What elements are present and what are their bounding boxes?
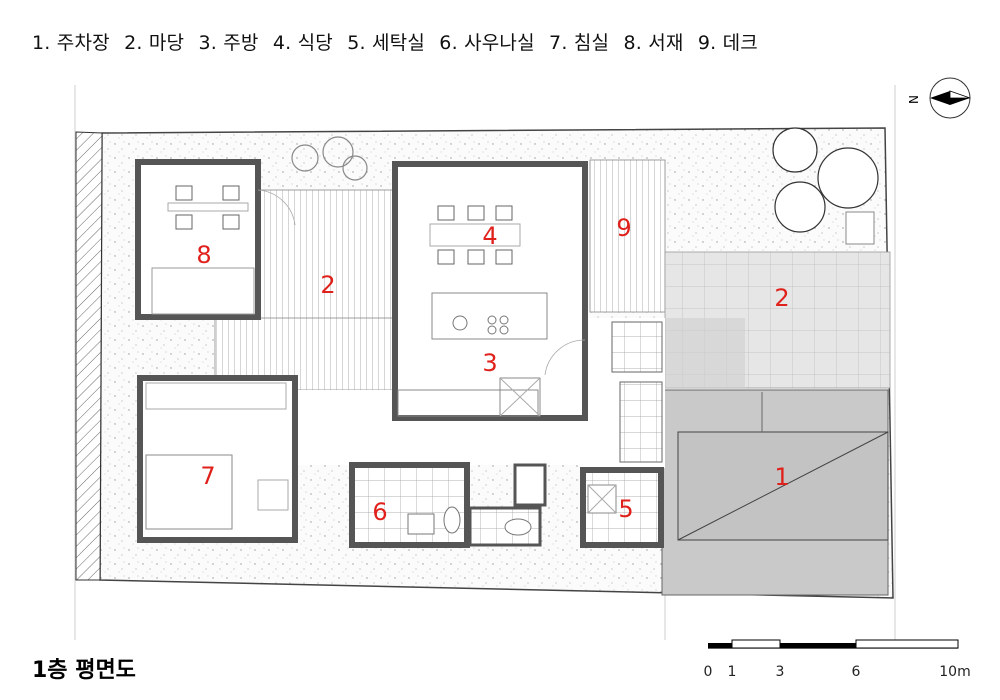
room-number-2-east: 2	[774, 284, 789, 312]
legend-item-study: 8. 서재	[623, 32, 684, 54]
room-number-4: 4	[482, 222, 497, 250]
legend-item-deck: 9. 데크	[697, 32, 758, 54]
scale-tick-0: 0	[704, 664, 713, 680]
room-number-1: 1	[774, 463, 789, 491]
north-label: N	[907, 95, 921, 104]
paving-shade	[665, 318, 745, 388]
room-kitchen-dining	[392, 161, 588, 421]
legend-item-dining: 4. 식당	[272, 32, 333, 54]
room-number-8: 8	[196, 241, 211, 269]
scale-bar: 0 1 3 6 10m	[704, 639, 971, 680]
room-number-5: 5	[618, 495, 633, 523]
room-labels: 1 2 2 3 4 5 6 7 8 9	[196, 214, 789, 526]
room-study	[135, 159, 296, 320]
room-number-3: 3	[482, 349, 497, 377]
room-laundry	[580, 467, 664, 548]
legend-item-bedroom: 7. 침실	[549, 32, 610, 54]
room-number-9: 9	[616, 214, 631, 242]
drawing-title: 1층 평면도	[32, 658, 136, 683]
room-number-7: 7	[200, 462, 215, 490]
scale-tick-1: 1	[728, 664, 737, 680]
room-number-6: 6	[372, 498, 387, 526]
scale-tick-10m: 10m	[939, 664, 970, 680]
legend-item-yard: 2. 마당	[124, 32, 185, 54]
legend-item-parking: 1. 주차장	[32, 32, 110, 54]
room-bedroom	[137, 375, 298, 543]
room-number-2-west: 2	[320, 271, 335, 299]
room-legend: 1. 주차장 2. 마당 3. 주방 4. 식당 5. 세탁실 6. 사우나실 …	[32, 28, 766, 55]
scale-tick-6: 6	[852, 664, 861, 680]
garden-bench	[845, 211, 875, 245]
deck-9	[589, 159, 666, 313]
stair	[611, 321, 663, 463]
legend-item-laundry: 5. 세탁실	[347, 32, 426, 54]
north-arrow: N	[907, 77, 971, 119]
scale-tick-3: 3	[776, 664, 785, 680]
room-sauna	[349, 462, 547, 548]
trees	[291, 127, 879, 233]
boundary-wall-west	[75, 131, 103, 581]
legend-item-kitchen: 3. 주방	[198, 32, 259, 54]
carport-diagonal	[677, 431, 889, 541]
legend-item-sauna: 6. 사우나실	[439, 32, 535, 54]
